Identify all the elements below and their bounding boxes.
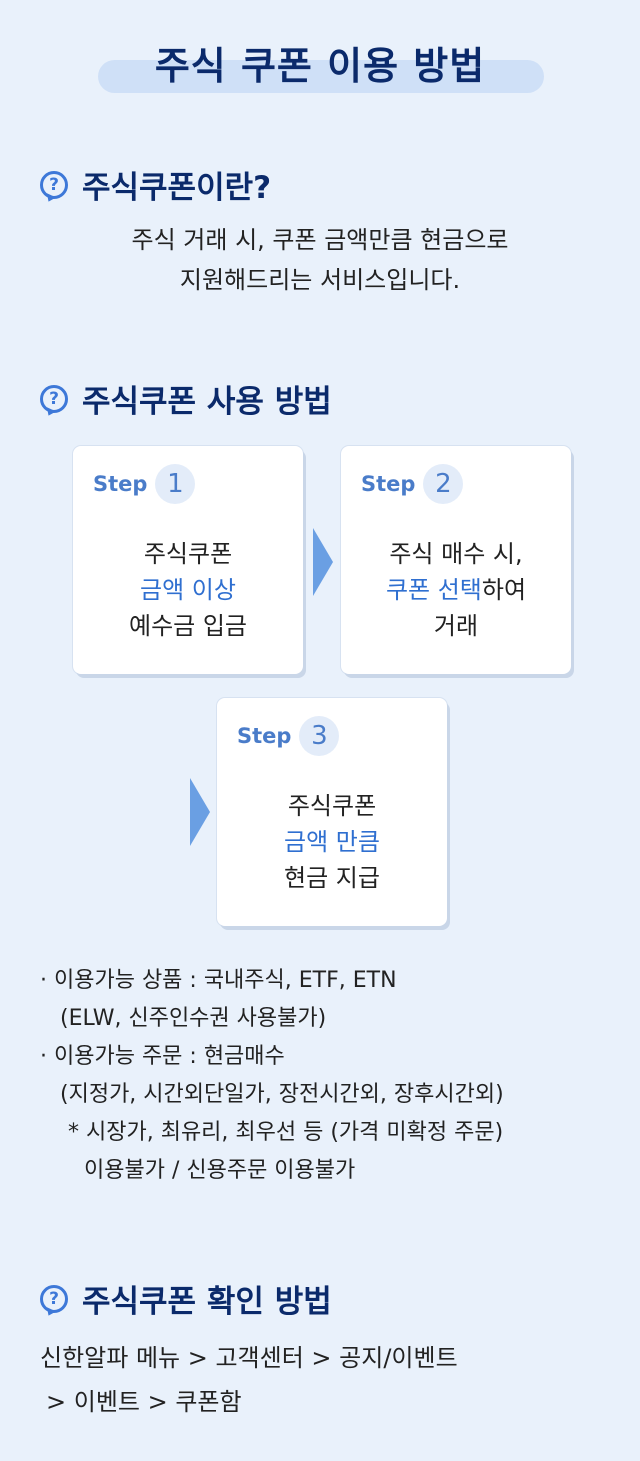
arrow-right-icon bbox=[313, 528, 333, 596]
step-2-number: 2 bbox=[423, 464, 464, 504]
note-excluded-orders: * 시장가, 최유리, 최우선 등 (가격 미확정 주문) bbox=[68, 1120, 504, 1145]
step-1-line-1: 주식쿠폰 bbox=[143, 540, 233, 568]
step-1-text: 주식쿠폰 금액 이상 예수금 입금 bbox=[73, 536, 303, 644]
step-2-card: Step 2 주식 매수 시, 쿠폰 선택하여 거래 bbox=[341, 446, 571, 674]
section-what-is-description: 주식 거래 시, 쿠폰 금액만큼 현금으로 지원해드리는 서비스입니다. bbox=[0, 220, 640, 300]
section-how-to-use-heading: ? 주식쿠폰 사용 방법 bbox=[40, 376, 332, 421]
section-how-to-check-heading: ? 주식쿠폰 확인 방법 bbox=[40, 1276, 332, 1321]
note-order-types: (지정가, 시간외단일가, 장전시간외, 장후시간외) bbox=[60, 1082, 504, 1107]
step-2-line-2-rest: 하여 bbox=[481, 576, 527, 604]
section-what-is-title: 주식쿠폰이란? bbox=[82, 170, 272, 206]
description-line-1: 주식 거래 시, 쿠폰 금액만큼 현금으로 bbox=[131, 226, 509, 254]
question-icon: ? bbox=[40, 170, 68, 199]
section-how-to-use-title: 주식쿠폰 사용 방법 bbox=[82, 384, 332, 420]
section-how-to-check-title: 주식쿠폰 확인 방법 bbox=[82, 1284, 332, 1320]
step-1-line-2: 금액 이상 bbox=[140, 576, 236, 604]
arrow-right-icon bbox=[190, 778, 210, 846]
section-what-is-heading: ? 주식쿠폰이란? bbox=[40, 162, 271, 207]
step-3-number: 3 bbox=[299, 716, 340, 756]
step-3-line-2: 금액 만큼 bbox=[284, 828, 380, 856]
menu-path-line-2: > 이벤트 > 쿠폰함 bbox=[46, 1388, 242, 1416]
note-products-exclusion: (ELW, 신주인수권 사용불가) bbox=[60, 1006, 327, 1031]
step-2-text: 주식 매수 시, 쿠폰 선택하여 거래 bbox=[341, 536, 571, 644]
step-word: Step bbox=[237, 724, 292, 748]
step-3-text: 주식쿠폰 금액 만큼 현금 지급 bbox=[217, 788, 447, 896]
step-2-line-2: 쿠폰 선택하여 bbox=[341, 572, 571, 608]
title-wrap: 주식 쿠폰 이용 방법 bbox=[0, 38, 640, 94]
question-icon: ? bbox=[40, 384, 68, 413]
usage-notes: · 이용가능 상품 : 국내주식, ETF, ETN (ELW, 신주인수권 사… bbox=[40, 962, 504, 1190]
step-3-line-1: 주식쿠폰 bbox=[287, 792, 377, 820]
question-icon: ? bbox=[40, 1284, 68, 1313]
note-available-products: · 이용가능 상품 : 국내주식, ETF, ETN bbox=[40, 968, 397, 993]
step-2-line-3: 거래 bbox=[433, 612, 479, 640]
step-1-line-3: 예수금 입금 bbox=[128, 612, 248, 640]
step-word: Step bbox=[361, 472, 416, 496]
title-highlight-bar bbox=[98, 60, 544, 93]
step-3-line-3: 현금 지급 bbox=[284, 864, 380, 892]
step-1-card: Step 1 주식쿠폰 금액 이상 예수금 입금 bbox=[73, 446, 303, 674]
page-title: 주식 쿠폰 이용 방법 bbox=[154, 44, 486, 88]
step-1-number: 1 bbox=[155, 464, 196, 504]
note-not-available: 이용불가 / 신용주문 이용불가 bbox=[84, 1158, 356, 1183]
step-2-label: Step 2 bbox=[361, 464, 464, 504]
step-word: Step bbox=[93, 472, 148, 496]
step-1-label: Step 1 bbox=[93, 464, 196, 504]
note-available-orders: · 이용가능 주문 : 현금매수 bbox=[40, 1044, 285, 1069]
step-2-line-1: 주식 매수 시, bbox=[389, 540, 523, 568]
menu-path-line-1: 신한알파 메뉴 > 고객센터 > 공지/이벤트 bbox=[40, 1344, 458, 1372]
step-3-label: Step 3 bbox=[237, 716, 340, 756]
step-2-line-2-highlight: 쿠폰 선택 bbox=[385, 576, 482, 604]
description-line-2: 지원해드리는 서비스입니다. bbox=[179, 266, 461, 294]
step-3-card: Step 3 주식쿠폰 금액 만큼 현금 지급 bbox=[217, 698, 447, 926]
menu-path: 신한알파 메뉴 > 고객센터 > 공지/이벤트 > 이벤트 > 쿠폰함 bbox=[40, 1336, 458, 1424]
